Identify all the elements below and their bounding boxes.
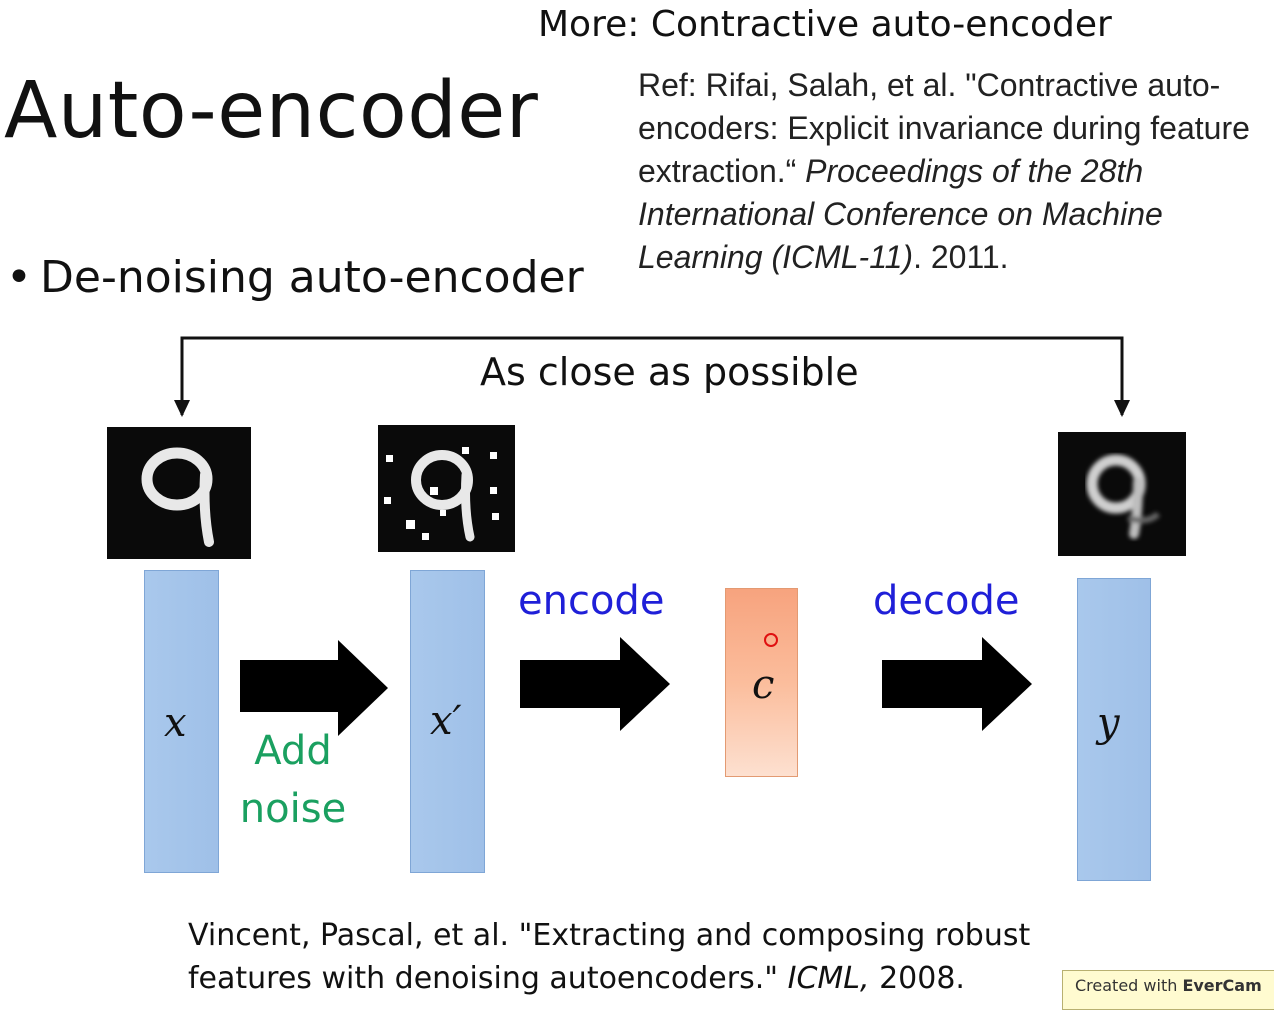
output-var-label: y: [1097, 700, 1120, 746]
output-vector: [1077, 578, 1151, 881]
bullet-text: De-noising auto-encoder: [40, 252, 584, 303]
add-noise-line1: Add: [254, 728, 332, 774]
add-noise-arrow: [240, 640, 388, 736]
reference-year: . 2011.: [913, 239, 1009, 275]
close-as-possible-label: As close as possible: [480, 350, 859, 394]
citation-prefix: Vincent, Pascal, et al. "Extracting and …: [188, 918, 1031, 996]
encode-label: encode: [518, 578, 665, 624]
left-arrowhead: [174, 400, 190, 417]
citation-text: Vincent, Pascal, et al. "Extracting and …: [188, 914, 1148, 1000]
reference-venue: Proceedings of the 28th International Co…: [638, 153, 1163, 275]
input-vector: [144, 570, 219, 873]
decode-arrow: [882, 637, 1032, 731]
code-var-label: c: [752, 662, 775, 708]
watermark-prefix: Created with: [1075, 976, 1183, 995]
reference-prefix: Ref: Rifai, Salah, et al. "Contractive a…: [638, 67, 1250, 189]
add-noise-label: Add noise: [238, 722, 348, 838]
more-heading: More: Contractive auto-encoder: [538, 4, 1112, 45]
decode-label: decode: [873, 578, 1020, 624]
watermark-brand: EverCam: [1182, 976, 1262, 995]
input-var-label: x: [164, 700, 187, 746]
input-digit-image: [107, 427, 251, 559]
page-title: Auto-encoder: [4, 66, 539, 156]
noisy-vector: [410, 570, 485, 873]
citation-venue: ICML,: [787, 961, 870, 996]
pointer-dot: [764, 633, 778, 647]
right-arrowhead: [1114, 400, 1130, 417]
encode-arrow: [520, 637, 670, 731]
bracket-line: [180, 336, 1124, 415]
bullet-denoising: • De-noising auto-encoder: [6, 252, 584, 303]
output-digit-image: [1058, 432, 1186, 556]
noisy-var-label: x′: [430, 698, 462, 744]
code-vector: [725, 588, 798, 777]
evercam-watermark: Created with EverCam: [1062, 970, 1274, 1010]
reference-text: Ref: Rifai, Salah, et al. "Contractive a…: [638, 64, 1268, 279]
noisy-digit-image: [378, 425, 515, 552]
citation-year: 2008.: [869, 961, 965, 996]
add-noise-line2: noise: [239, 786, 347, 832]
